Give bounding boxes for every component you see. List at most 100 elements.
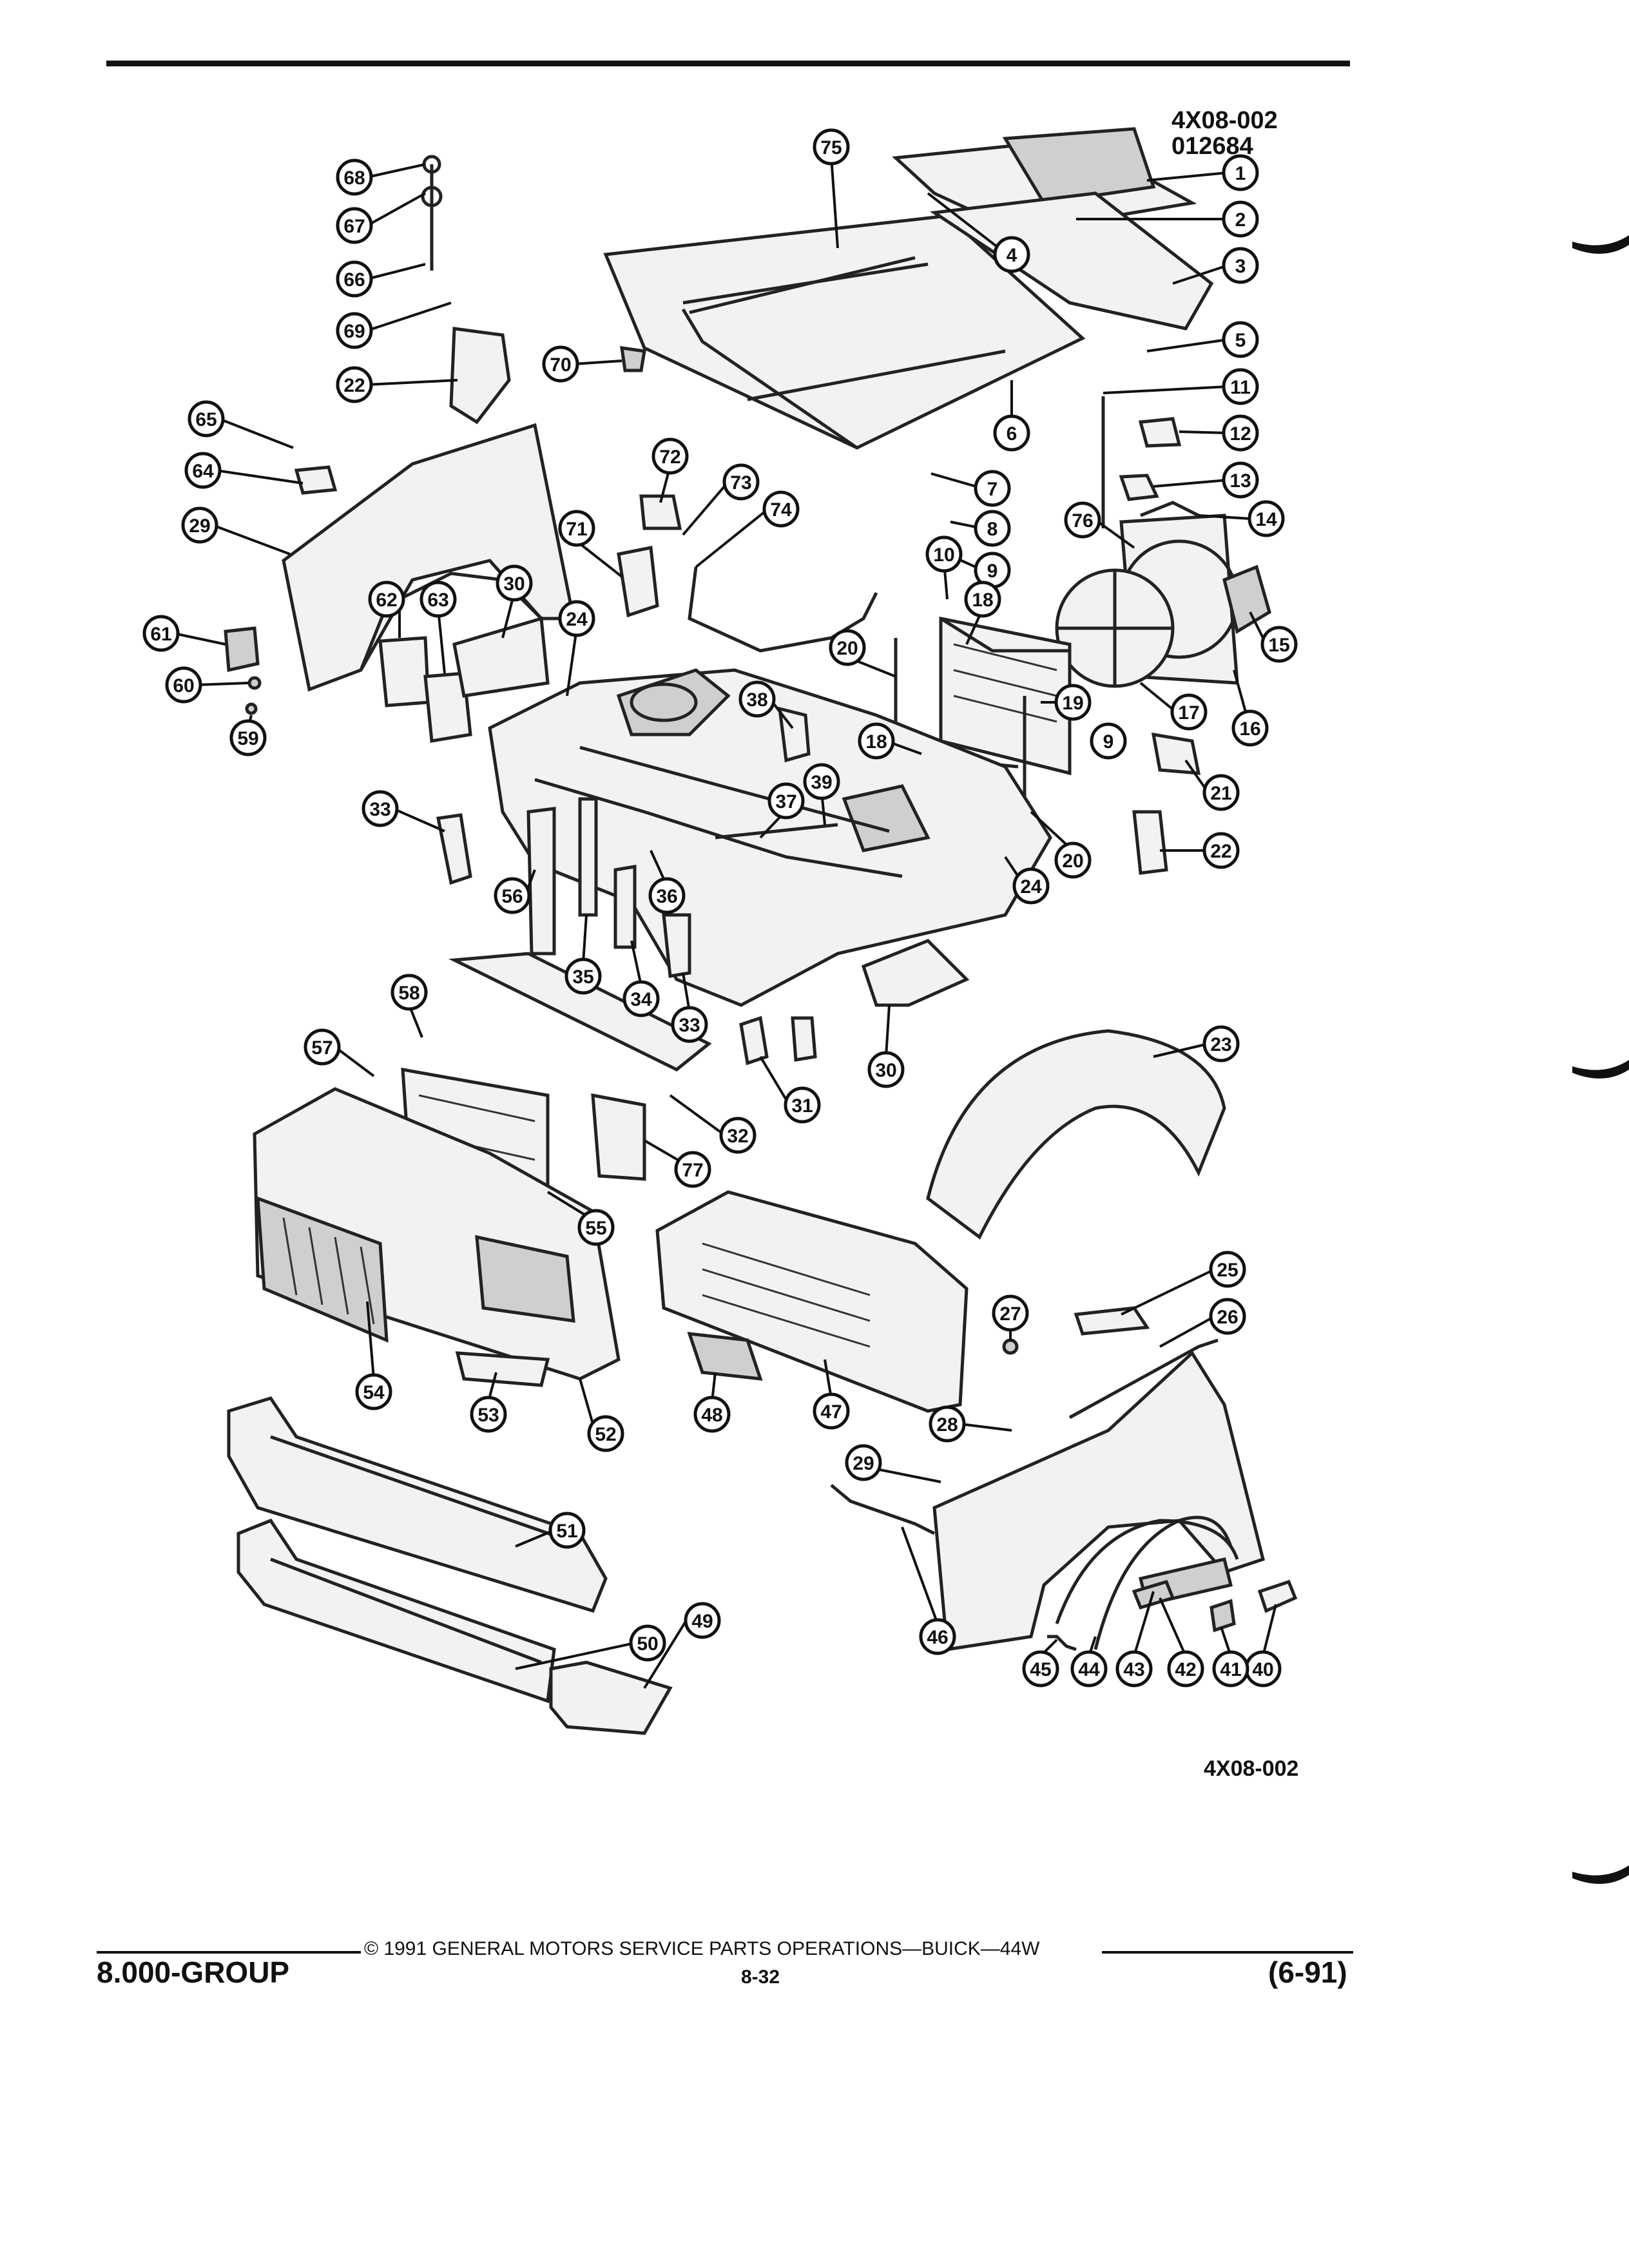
callout-number: 41 [1220,1659,1241,1680]
callout-number: 8 [987,519,998,540]
callout-number: 20 [1062,850,1083,872]
callout-7: 7 [974,470,1011,507]
callout-76: 76 [1064,501,1101,539]
callout-number: 4 [1007,245,1017,266]
callout-59: 59 [229,719,267,756]
callout-number: 3 [1235,256,1246,277]
callout-20: 20 [1054,841,1092,879]
callout-54: 54 [355,1373,392,1410]
callout-50: 50 [629,1624,666,1662]
callout-number: 25 [1217,1260,1238,1281]
diagram-ref-code: 4X08-002 [1204,1756,1299,1781]
callout-number: 29 [853,1453,874,1474]
top-rule [106,61,1350,66]
callout-number: 9 [987,561,998,582]
callout-68: 68 [336,159,373,196]
callout-25: 25 [1209,1251,1246,1288]
callout-13: 13 [1222,461,1259,499]
callout-number: 73 [730,472,751,494]
callout-33: 33 [671,1006,708,1043]
hood-panel [603,214,1086,450]
callout-number: 51 [556,1521,577,1542]
callout-28: 28 [929,1405,966,1443]
callout-number: 38 [746,689,767,711]
callout-number: 32 [727,1126,748,1147]
callout-number: 22 [1210,841,1231,862]
callout-42: 42 [1167,1650,1204,1687]
callout-41: 41 [1212,1650,1249,1687]
callout-number: 63 [427,590,448,611]
callout-number: 24 [566,609,588,630]
footer-group: 8.000-GROUP [97,1956,290,1989]
callout-51: 51 [548,1512,586,1549]
callout-24: 24 [558,600,595,637]
callout-number: 77 [682,1160,703,1181]
callout-31: 31 [784,1086,821,1124]
leader-lines [173,156,1277,1689]
callout-1: 1 [1222,154,1259,191]
callout-number: 43 [1123,1659,1144,1680]
callout-47: 47 [813,1392,850,1430]
cowl-screen [1002,127,1156,205]
callout-64: 64 [184,452,222,489]
hood-latch [617,546,659,618]
callout-number: 13 [1229,470,1251,492]
hood-seal [689,256,916,314]
callout-40: 40 [1244,1650,1282,1687]
callout-number: 35 [572,966,593,988]
callout-number: 33 [679,1015,700,1036]
support-35 [578,797,598,917]
callout-number: 31 [791,1095,813,1117]
callout-number: 47 [820,1401,842,1423]
callout-number: 36 [656,886,677,907]
footer-date: (6-91) [1268,1956,1347,1989]
callout-30: 30 [867,1051,905,1088]
strut-tower-right [842,784,930,852]
callout-number: 17 [1178,702,1199,724]
callout-62: 62 [368,581,405,618]
callout-number: 55 [585,1218,606,1239]
callout-number: 76 [1072,510,1093,532]
callout-number: 29 [189,515,210,537]
callout-74: 74 [762,490,800,528]
callout-60: 60 [165,666,202,704]
callout-19: 19 [1054,684,1092,721]
callout-number: 21 [1210,783,1231,804]
callout-14: 14 [1248,500,1285,537]
callout-number: 45 [1030,1659,1051,1680]
callout-73: 73 [722,463,760,501]
callout-number: 42 [1175,1659,1196,1680]
footer-rule-right [1102,1951,1353,1954]
callout-65: 65 [188,400,225,437]
callout-53: 53 [470,1396,507,1433]
callout-number: 72 [659,447,680,468]
clip-70 [620,346,646,372]
callout-46: 46 [919,1618,956,1655]
callout-12: 12 [1222,414,1259,452]
callout-number: 52 [595,1424,616,1445]
callout-number: 74 [770,499,792,521]
callout-number: 62 [376,590,397,611]
callout-30: 30 [496,564,533,602]
callout-number: 33 [369,799,390,820]
callout-number: 53 [477,1405,499,1426]
callout-number: 66 [343,269,365,291]
callout-number: 23 [1210,1034,1231,1055]
callout-number: 26 [1217,1307,1238,1328]
callout-26: 26 [1209,1298,1246,1335]
callout-10: 10 [925,535,963,573]
callout-48: 48 [693,1396,731,1433]
edge-mark [1572,1865,1629,1884]
callout-number: 67 [343,216,365,237]
callout-number: 50 [637,1633,658,1655]
callout-number: 60 [173,675,194,697]
callout-16: 16 [1231,709,1269,747]
fascia-strip [448,952,712,1072]
callout-bubbles: 1234567899101112131415161718181920202122… [142,128,1298,1687]
footer-page-number: 8-32 [741,1966,780,1988]
callout-69: 69 [336,312,373,349]
bracket-22-upper [449,327,511,425]
callout-4: 4 [993,236,1030,273]
callout-number: 5 [1235,330,1246,351]
callout-number: 28 [936,1414,958,1436]
